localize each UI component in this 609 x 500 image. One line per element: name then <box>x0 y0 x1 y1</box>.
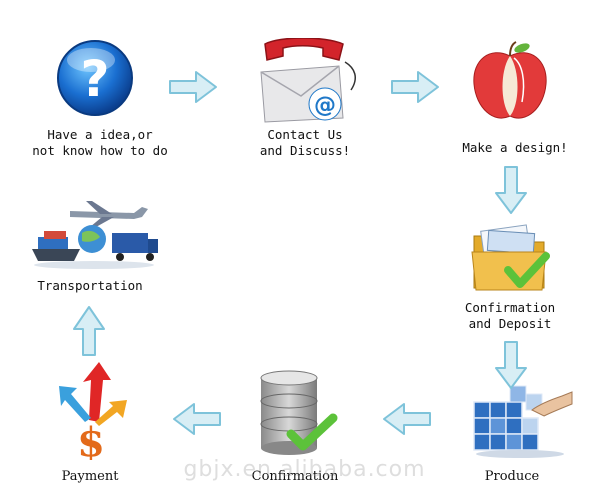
svg-text:$: $ <box>77 419 105 460</box>
plane-ship-truck-icon <box>32 201 158 269</box>
arrow-down-icon <box>495 166 527 214</box>
step-confirm-deposit-label: Confirmation and Deposit <box>464 300 556 331</box>
step-produce <box>470 382 575 462</box>
arrow-right-icon <box>169 71 217 103</box>
apple-design-icon <box>473 41 547 119</box>
step-contact-label: Contact Us and Discuss! <box>259 127 351 158</box>
arrow-up-icon <box>73 306 105 356</box>
svg-text:?: ? <box>80 50 109 108</box>
step-confirmation-label: Confirmation <box>251 469 339 484</box>
step-idea-label: Have a idea,or not know how to do <box>32 127 168 158</box>
step-contact: @ <box>255 37 365 123</box>
step-transport-label: Transportation <box>37 278 143 293</box>
phone-email-icon: @ <box>260 37 356 123</box>
watermark: gbjx.en.alibaba.com <box>183 457 426 482</box>
step-confirm-deposit <box>470 222 550 294</box>
step-payment-label: Payment <box>61 469 119 484</box>
database-check-icon <box>260 370 338 455</box>
step-idea: ? <box>55 38 135 118</box>
arrow-left-icon <box>173 403 221 435</box>
step-design <box>470 40 550 125</box>
step-produce-label: Produce <box>484 469 540 484</box>
arrow-left-icon <box>383 403 431 435</box>
step-design-label: Make a design! <box>462 140 568 155</box>
step-payment: $ <box>55 360 130 466</box>
question-mark-icon: ? <box>57 40 133 116</box>
step-transport <box>30 195 160 270</box>
step-confirmation <box>255 368 340 458</box>
cube-grid-icon <box>473 385 573 458</box>
folder-check-icon <box>471 224 550 291</box>
arrow-right-icon <box>391 71 439 103</box>
dollar-arrows-icon: $ <box>59 362 127 466</box>
svg-text:@: @ <box>314 93 336 118</box>
arrow-down-icon <box>495 341 527 389</box>
